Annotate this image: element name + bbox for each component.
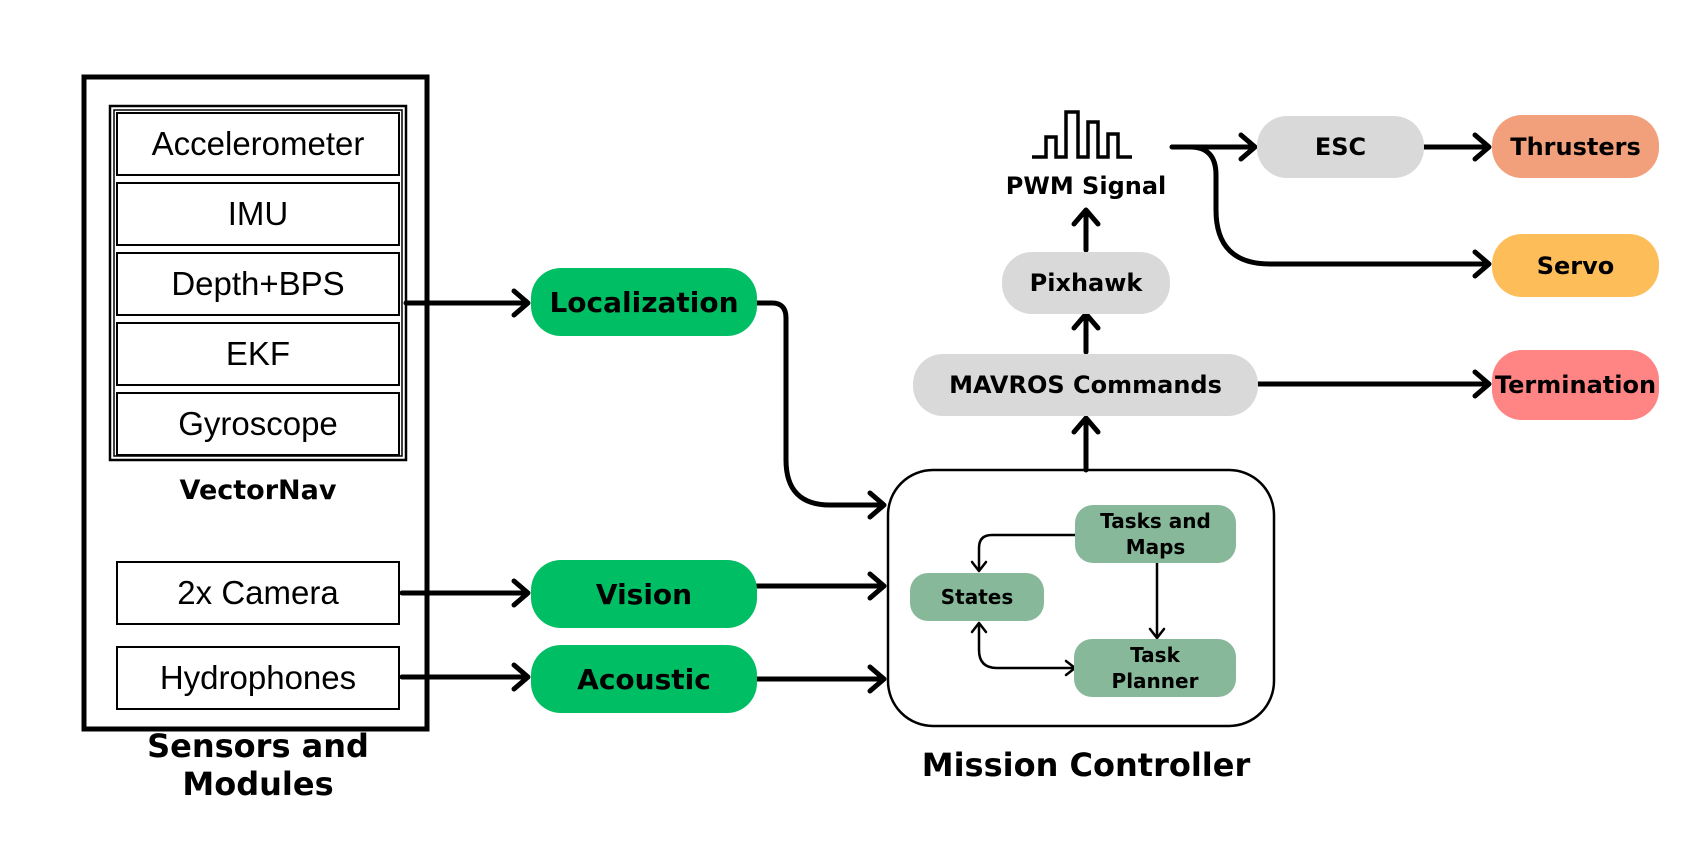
vectornav-box-outer bbox=[108, 104, 408, 462]
arrow-vision-to-mission bbox=[754, 571, 887, 601]
vectornav-label: VectorNav bbox=[179, 474, 337, 506]
node-thrusters: Thrusters bbox=[1492, 115, 1659, 178]
pwm-signal-label: PWM Signal bbox=[1005, 172, 1167, 200]
arrow-mission-to-mavros bbox=[1071, 415, 1101, 473]
arrow-acoustic-to-mission bbox=[754, 664, 887, 694]
sensors-outer-box bbox=[81, 74, 430, 732]
arrow-localization-to-mission bbox=[754, 300, 887, 520]
sensor-camera: 2x Camera bbox=[116, 561, 400, 625]
node-termination: Termination bbox=[1492, 350, 1659, 420]
sensor-imu: IMU bbox=[116, 182, 400, 246]
sensor-accelerometer: Accelerometer bbox=[116, 112, 400, 176]
node-tasks-and-maps: Tasks and Maps bbox=[1075, 505, 1236, 563]
arrow-mavros-to-pixhawk bbox=[1071, 311, 1101, 355]
arrow-esc-to-thrusters bbox=[1421, 132, 1492, 162]
arrow-pixhawk-to-pwm bbox=[1071, 207, 1101, 253]
sensor-depth-bps: Depth+BPS bbox=[116, 252, 400, 316]
sensors-section-title: Sensors and Modules bbox=[147, 727, 369, 803]
pwm-waveform-icon bbox=[1032, 110, 1132, 159]
arrow-pwm-to-esc bbox=[1169, 132, 1258, 162]
arrow-mavros-to-termination bbox=[1255, 369, 1492, 399]
arrow-camera-to-vision bbox=[399, 578, 531, 608]
node-task-planner: Task Planner bbox=[1074, 639, 1236, 697]
node-esc: ESC bbox=[1257, 116, 1424, 178]
node-states: States bbox=[910, 573, 1044, 621]
sensor-ekf: EKF bbox=[116, 322, 400, 386]
arrow-states-planner-bidirectional bbox=[970, 621, 1077, 677]
vectornav-box-inner bbox=[113, 109, 403, 457]
node-pixhawk: Pixhawk bbox=[1002, 252, 1170, 314]
arrow-tasks-to-states bbox=[970, 533, 1078, 573]
node-mavros-commands: MAVROS Commands bbox=[913, 354, 1258, 416]
module-vision: Vision bbox=[531, 560, 757, 628]
arrow-pwm-to-servo bbox=[1187, 144, 1492, 279]
sensor-hydrophones: Hydrophones bbox=[116, 646, 400, 710]
node-servo: Servo bbox=[1492, 234, 1659, 297]
module-acoustic: Acoustic bbox=[531, 645, 757, 713]
arrow-hydrophones-to-acoustic bbox=[399, 662, 531, 692]
arrow-vectornav-to-localization bbox=[403, 288, 531, 318]
mission-controller-title: Mission Controller bbox=[921, 746, 1251, 784]
sensor-gyroscope: Gyroscope bbox=[116, 392, 400, 456]
arrow-tasks-to-planner bbox=[1148, 561, 1166, 640]
mission-controller-box bbox=[886, 468, 1276, 728]
module-localization: Localization bbox=[531, 268, 757, 336]
